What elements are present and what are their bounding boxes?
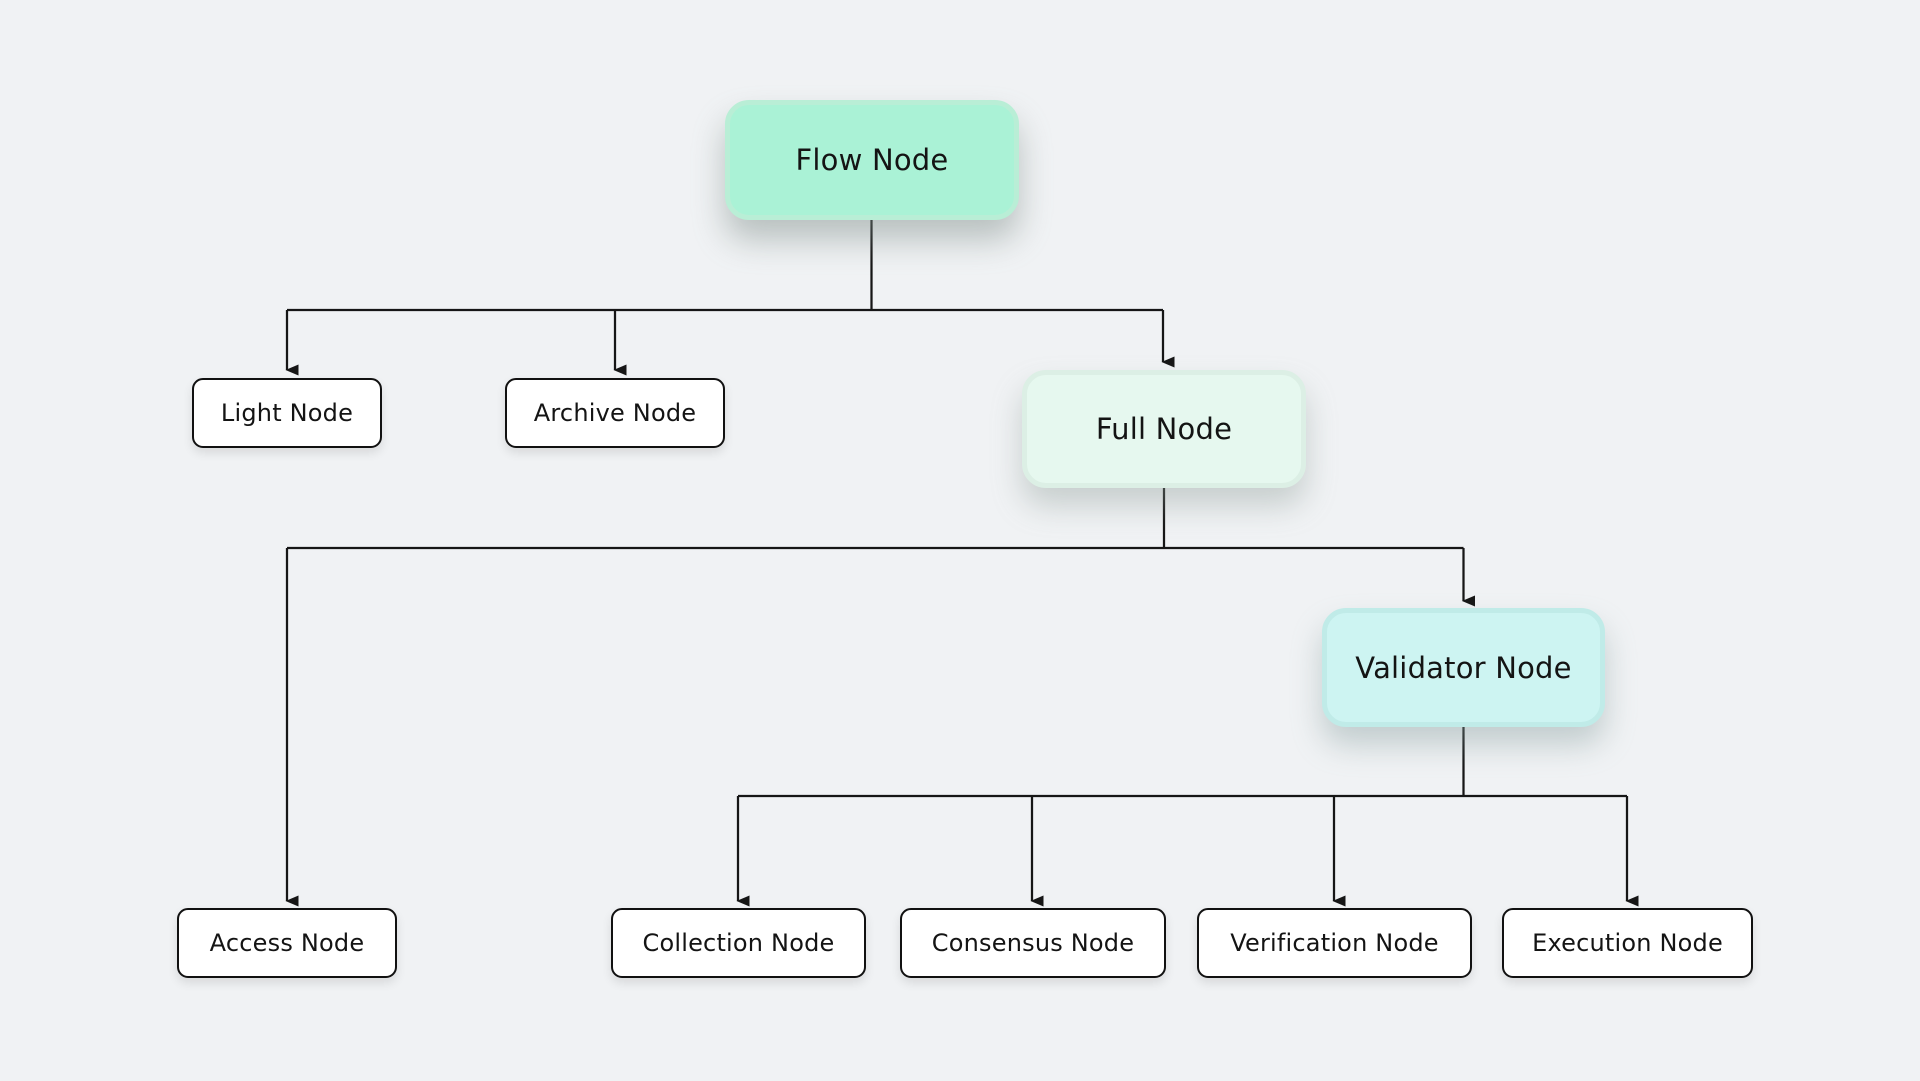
node-execution: Execution Node bbox=[1502, 908, 1753, 978]
node-access: Access Node bbox=[177, 908, 397, 978]
node-collection: Collection Node bbox=[611, 908, 866, 978]
node-full-label: Full Node bbox=[1095, 412, 1233, 446]
node-light: Light Node bbox=[192, 378, 382, 448]
node-validator: Validator Node bbox=[1322, 608, 1605, 727]
node-light-label: Light Node bbox=[220, 399, 354, 427]
node-collection-label: Collection Node bbox=[642, 929, 835, 957]
node-flow-label: Flow Node bbox=[795, 143, 949, 177]
node-flow: Flow Node bbox=[725, 100, 1019, 220]
node-execution-label: Execution Node bbox=[1532, 929, 1723, 957]
node-archive: Archive Node bbox=[505, 378, 725, 448]
node-full: Full Node bbox=[1022, 370, 1306, 488]
node-consensus: Consensus Node bbox=[900, 908, 1166, 978]
node-verification-label: Verification Node bbox=[1230, 929, 1439, 957]
node-validator-label: Validator Node bbox=[1355, 650, 1572, 685]
node-verification: Verification Node bbox=[1197, 908, 1472, 978]
node-archive-label: Archive Node bbox=[533, 399, 697, 427]
node-access-label: Access Node bbox=[209, 929, 365, 957]
node-consensus-label: Consensus Node bbox=[931, 929, 1135, 957]
